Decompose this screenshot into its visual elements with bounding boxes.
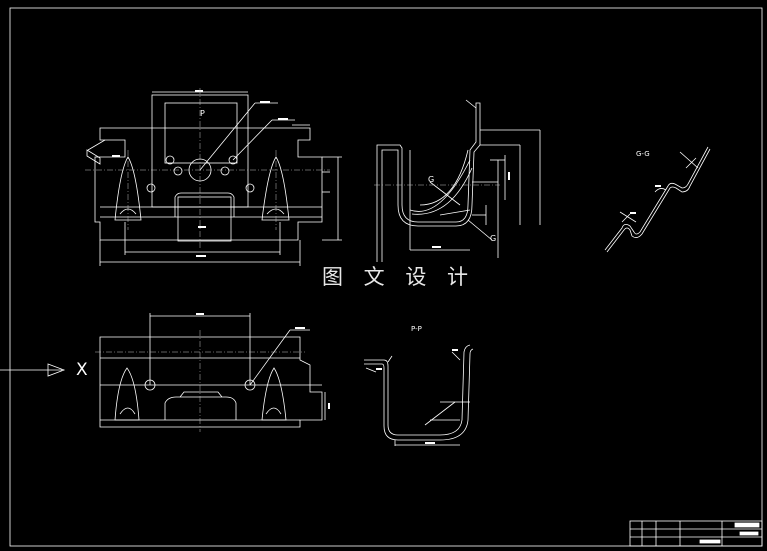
- section-pp-view: [364, 344, 474, 446]
- title-block: [629, 520, 763, 547]
- watermark: 图 文 设 计: [322, 265, 476, 289]
- front-view: [95, 313, 330, 432]
- section-mark-g-upper: G: [428, 175, 435, 184]
- section-mark-g-lower: G: [490, 234, 497, 243]
- view-arrow-x: [0, 363, 66, 377]
- section-mark-p: P: [200, 109, 205, 118]
- section-gg-view: [604, 146, 711, 253]
- sheet-border: [9, 7, 763, 547]
- side-section-view: [374, 99, 541, 262]
- top-view: [85, 88, 342, 266]
- section-pp-label: P-P: [411, 325, 422, 333]
- view-x-label: X: [76, 360, 88, 380]
- section-gg-label: G-G: [636, 150, 650, 158]
